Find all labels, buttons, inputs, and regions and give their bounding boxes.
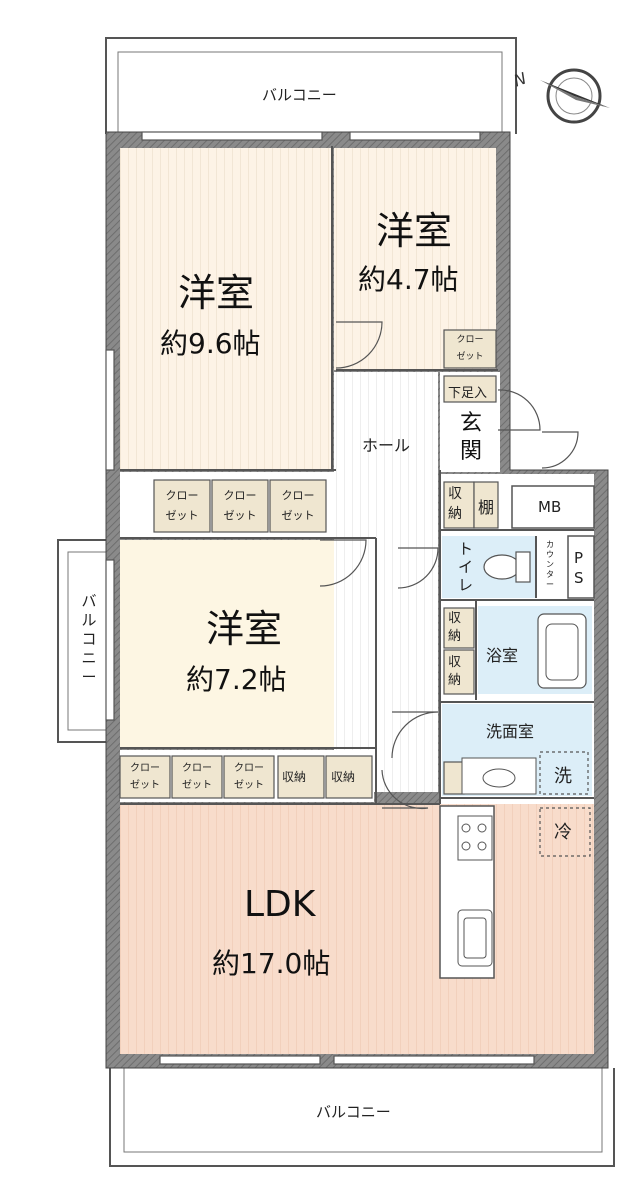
room-western-c-name: 洋室 [206, 607, 283, 651]
balcony-bottom [109, 1067, 615, 1167]
room-western-b-name: 洋室 [376, 209, 453, 253]
washroom-label: 洗面室 [486, 722, 535, 741]
counter-label: カウンター [546, 540, 554, 589]
storage-lower-1-label: 収納 [282, 770, 307, 784]
bath-storage-2-label: 収納 [448, 655, 462, 688]
bathtub-icon [537, 613, 587, 689]
closet-upper-2-label: クローゼット [223, 489, 257, 522]
entrance-label: 玄関 [460, 411, 483, 464]
hall-label: ホール [362, 436, 411, 455]
fridge-space [539, 807, 591, 857]
shelf-label: 棚 [478, 498, 495, 517]
balcony-bottom-label: バルコニー [316, 1103, 391, 1121]
closet-upper-1-label: クローゼット [165, 489, 199, 522]
shoe-storage-label: 下足入 [448, 386, 488, 401]
balcony-left-label: バルコニー [81, 592, 97, 686]
entrance-storage-label: 収納 [448, 486, 462, 522]
mb-label: MB [538, 498, 562, 516]
room-western-a-floor [120, 148, 332, 470]
compass-icon [540, 68, 610, 124]
hall-floor [334, 372, 438, 792]
room-ldk-name: LDK [244, 884, 316, 925]
balcony-top-label: バルコニー [262, 86, 337, 104]
entrance-storage [443, 375, 499, 795]
interior-walls [120, 146, 594, 805]
balcony-left [57, 539, 111, 743]
ldk-floor [120, 804, 594, 1054]
bath-label: 浴室 [486, 646, 519, 665]
room-western-a-name: 洋室 [178, 271, 255, 315]
ps-box [567, 535, 595, 599]
door-swings [319, 321, 579, 810]
toilet-label: トイレ [458, 540, 474, 594]
closet-lower-2-label: クローゼット [182, 763, 212, 791]
kitchen-counter [439, 805, 495, 979]
washer-space [539, 751, 589, 795]
wash-basin-icon [461, 757, 537, 795]
room-western-c-size: 約7.2帖 [186, 663, 287, 696]
room-western-b-size: 約4.7帖 [358, 263, 459, 296]
closet-lower-1-label: クローゼット [130, 763, 160, 791]
fridge-label: 冷 [554, 822, 572, 843]
compass-north-label: N [511, 68, 529, 91]
closets-upper [153, 479, 327, 533]
closet-western-b [443, 329, 497, 369]
washer-label: 洗 [554, 766, 572, 787]
balcony-top [105, 37, 517, 135]
room-western-a-size: 約9.6帖 [160, 327, 261, 360]
closets-lower [119, 755, 373, 799]
closet-lower-3-label: クローゼット [234, 763, 264, 791]
mb-box [511, 485, 595, 529]
bath-storage-1-label: 収納 [448, 611, 462, 644]
closet-western-b-label: クローゼット [456, 335, 484, 362]
room-western-c-floor [120, 540, 374, 748]
storage-lower-2-label: 収納 [331, 770, 356, 784]
toilet-icon [483, 551, 531, 583]
closet-upper-3-label: クローゼット [281, 489, 315, 522]
room-ldk-size: 約17.0帖 [212, 947, 331, 980]
windows [105, 131, 535, 1065]
